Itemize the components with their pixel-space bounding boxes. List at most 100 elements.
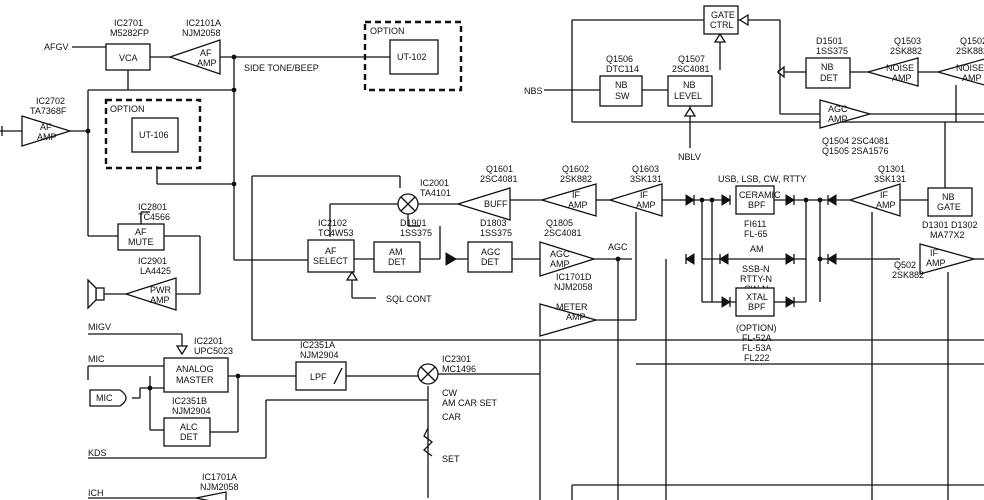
svg-text:FL222: FL222 [744,353,770,363]
af-amp-top: IC2101A NJM2058 AF AMP [167,18,221,75]
pwr-amp: IC2901 LA4425 PWR AMP [123,256,177,311]
svg-text:CW: CW [442,388,457,398]
svg-text:Q1805: Q1805 [546,218,573,228]
svg-text:BUFF: BUFF [484,199,508,209]
svg-text:2SK882: 2SK882 [892,270,924,280]
svg-text:IC2101A: IC2101A [186,18,221,28]
svg-text:OPTION: OPTION [370,26,405,36]
svg-text:TA7368F: TA7368F [30,106,67,116]
agc-amp-q1805: Q1805 2SC4081 AGC AMP [539,218,597,277]
svg-text:AMP: AMP [892,73,912,83]
svg-text:D1803: D1803 [480,218,507,228]
svg-text:AMP: AMP [197,58,217,68]
svg-text:IC2201: IC2201 [194,336,223,346]
car-labels: CW AM CAR SET CAR SET [442,388,498,464]
svg-text:IF: IF [880,190,889,200]
svg-text:2SC4081: 2SC4081 [480,174,518,184]
svg-text:FI611: FI611 [744,219,766,229]
svg-text:MA77X2: MA77X2 [930,230,965,240]
svg-text:PWR: PWR [150,285,171,295]
svg-text:AMP: AMP [828,114,848,124]
bottom-amp: IC1701A NJM2058 [195,472,239,500]
filter-diodes [685,194,837,308]
if-amp-q1603: Q1603 3SK131 IF AMP [607,164,663,217]
svg-text:AMP: AMP [636,200,656,210]
svg-text:Q1507: Q1507 [678,54,705,64]
svg-text:TA4101: TA4101 [420,188,451,198]
if-amp-q502: IF AMP Q502 2SK882 [892,243,977,280]
sql-arrow [345,270,359,281]
svg-text:UPC5023: UPC5023 [194,346,233,356]
svg-text:Q1504 2SC4081: Q1504 2SC4081 [822,136,889,146]
agc-det: D1803 1SS375 AGC DET [467,218,513,273]
svg-text:Q1602: Q1602 [562,164,589,174]
svg-text:SELECT: SELECT [313,256,349,266]
svg-text:M5282FP: M5282FP [110,28,149,38]
svg-text:BPF: BPF [748,302,766,312]
svg-text:3SK131: 3SK131 [630,174,662,184]
gate-ctrl: GATE CTRL [703,5,739,35]
svg-text:VCA: VCA [119,53,138,63]
migv-label: MIGV [88,322,111,332]
svg-text:AF: AF [325,246,337,256]
svg-text:(OPTION): (OPTION) [736,323,777,333]
svg-text:DET: DET [388,257,407,267]
svg-text:IC2702: IC2702 [36,96,65,106]
svg-text:AGC: AGC [550,249,570,259]
nb-gate: NB GATE D1301 D1302 MA77X2 [922,187,978,240]
svg-text:UT-102: UT-102 [397,52,427,62]
svg-text:NB: NB [683,80,696,90]
svg-text:1SS375: 1SS375 [480,228,512,238]
nblv-arrow [683,106,697,117]
svg-text:METER: METER [556,302,588,312]
ceramic-bpf: CERAMIC BPF FI611 FL-65 [735,185,781,239]
svg-text:Q1503: Q1503 [894,36,921,46]
svg-text:GATE: GATE [937,202,961,212]
svg-text:IF: IF [640,190,649,200]
svg-text:OPTION: OPTION [110,104,145,114]
nblv-label: NBLV [678,152,701,162]
svg-text:IF: IF [572,190,581,200]
svg-text:GATE: GATE [711,10,735,20]
svg-text:2SC4081: 2SC4081 [544,228,582,238]
svg-text:3SK131: 3SK131 [874,174,906,184]
svg-text:NJM2058: NJM2058 [182,28,221,38]
svg-text:AF: AF [200,48,212,58]
svg-text:NJM2904: NJM2904 [300,350,339,360]
if-amp-q1301: Q1301 3SK131 IF AMP [847,164,906,217]
svg-text:XTAL: XTAL [746,292,768,302]
svg-text:NJM2058: NJM2058 [200,482,239,492]
am-det: D1901 1SS375 AM DET [373,218,432,273]
svg-text:AMP: AMP [876,200,896,210]
svg-text:CERAMIC: CERAMIC [739,190,781,200]
agc-label: AGC [608,242,628,252]
vca-block: IC2701 M5282FP VCA [105,18,151,71]
mic-jack-label: MIC [96,393,113,403]
svg-text:IC2001: IC2001 [420,178,449,188]
svg-text:DTC114: DTC114 [606,64,639,74]
svg-text:IC2801: IC2801 [138,202,167,212]
nb-level: Q1507 2SC4081 NB LEVEL [667,54,713,107]
svg-text:BPF: BPF [748,200,766,210]
svg-text:FL-53A: FL-53A [742,343,772,353]
svg-text:NJM2904: NJM2904 [172,406,211,416]
svg-text:CAR: CAR [442,412,462,422]
svg-text:TC4566: TC4566 [138,212,170,222]
svg-text:Q502: Q502 [894,260,916,270]
migv-arrow [175,345,189,356]
nbs-label: NBS [524,86,543,96]
nb-det: D1501 1SS375 NB DET [805,36,851,89]
svg-text:IC2102: IC2102 [318,218,347,228]
svg-text:IC2351B: IC2351B [172,396,207,406]
afgv-label: AFGV [44,42,69,52]
svg-text:DET: DET [481,257,500,267]
svg-text:SSB-N: SSB-N [742,264,770,274]
svg-text:AGC: AGC [828,104,848,114]
svg-text:IC2301: IC2301 [442,354,471,364]
svg-text:2SK882: 2SK882 [956,46,984,56]
svg-text:UT-106: UT-106 [139,130,169,140]
side-tone-label: SIDE TONE/BEEP [244,63,319,73]
svg-text:AF: AF [40,122,52,132]
svg-text:2SC4081: 2SC4081 [672,64,710,74]
